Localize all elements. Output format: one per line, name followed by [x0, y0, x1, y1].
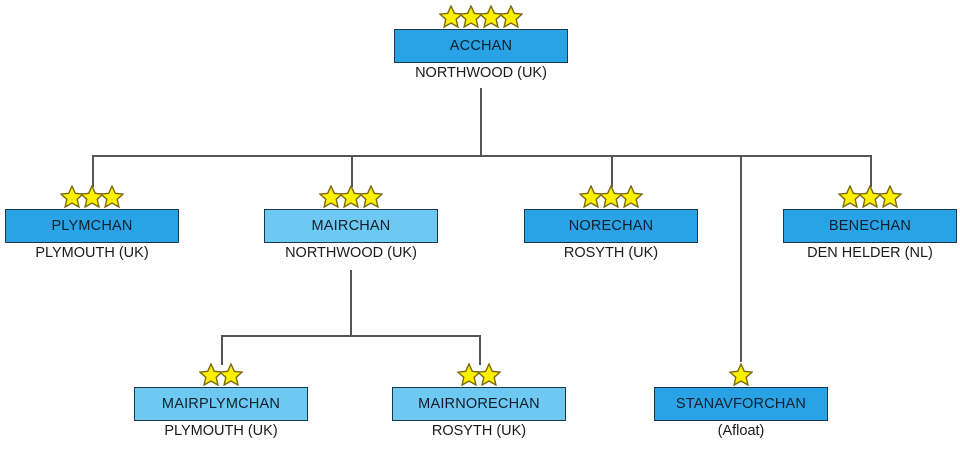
- rank-stars-norechan: [579, 185, 643, 208]
- star-icon: [100, 185, 124, 208]
- rank-stars-mairnorechan: [457, 363, 501, 386]
- node-location-mairnorechan: ROSYTH (UK): [431, 423, 527, 439]
- connector-mairchan-stem: [350, 270, 352, 335]
- rank-stars-stanavforchan: [729, 363, 753, 386]
- star-icon: [619, 185, 643, 208]
- node-box-acchan[interactable]: ACCHAN: [394, 29, 568, 63]
- node-label-acchan: ACCHAN: [449, 38, 513, 54]
- node-label-mairnorechan: MAIRNORECHAN: [418, 396, 540, 412]
- rank-stars-plymchan: [60, 185, 124, 208]
- star-icon: [477, 363, 501, 386]
- node-label-stanavforchan: STANAVFORCHAN: [675, 396, 807, 412]
- connector-drop-mairplymchan: [221, 335, 223, 365]
- rank-stars-acchan: [439, 5, 523, 28]
- connector-drop-mairnorechan: [479, 335, 481, 365]
- connector-drop-mairchan: [351, 155, 353, 187]
- node-mairchan[interactable]: MAIRCHAN NORTHWOOD (UK): [264, 185, 438, 261]
- node-location-stanavforchan: (Afloat): [717, 423, 765, 439]
- star-icon: [878, 185, 902, 208]
- node-box-mairplymchan[interactable]: MAIRPLYMCHAN: [134, 387, 308, 421]
- node-location-mairchan: NORTHWOOD (UK): [285, 245, 417, 261]
- node-label-plymchan: PLYMCHAN: [51, 218, 133, 234]
- node-location-benechan: DEN HELDER (NL): [807, 245, 933, 261]
- rank-stars-benechan: [838, 185, 902, 208]
- connector-drop-benechan: [870, 155, 872, 187]
- connector-drop-stanavforchan: [740, 155, 742, 362]
- node-box-benechan[interactable]: BENECHAN: [783, 209, 957, 243]
- node-mairplymchan[interactable]: MAIRPLYMCHAN PLYMOUTH (UK): [134, 363, 308, 439]
- node-label-benechan: BENECHAN: [828, 218, 912, 234]
- node-box-plymchan[interactable]: PLYMCHAN: [5, 209, 179, 243]
- star-icon: [359, 185, 383, 208]
- node-box-norechan[interactable]: NORECHAN: [524, 209, 698, 243]
- star-icon: [499, 5, 523, 28]
- connector-main-bus: [92, 155, 872, 157]
- star-icon: [729, 363, 753, 386]
- node-location-norechan: ROSYTH (UK): [563, 245, 659, 261]
- node-location-acchan: NORTHWOOD (UK): [415, 65, 547, 81]
- node-label-norechan: NORECHAN: [568, 218, 654, 234]
- node-benechan[interactable]: BENECHAN DEN HELDER (NL): [783, 185, 957, 261]
- node-plymchan[interactable]: PLYMCHAN PLYMOUTH (UK): [5, 185, 179, 261]
- rank-stars-mairchan: [319, 185, 383, 208]
- node-box-mairchan[interactable]: MAIRCHAN: [264, 209, 438, 243]
- connector-drop-plymchan: [92, 155, 94, 187]
- rank-stars-mairplymchan: [199, 363, 243, 386]
- node-location-plymchan: PLYMOUTH (UK): [35, 245, 149, 261]
- connector-acchan-stem: [480, 88, 482, 155]
- node-box-mairnorechan[interactable]: MAIRNORECHAN: [392, 387, 566, 421]
- node-norechan[interactable]: NORECHAN ROSYTH (UK): [524, 185, 698, 261]
- node-mairnorechan[interactable]: MAIRNORECHAN ROSYTH (UK): [392, 363, 566, 439]
- node-location-mairplymchan: PLYMOUTH (UK): [164, 423, 278, 439]
- node-acchan[interactable]: ACCHAN NORTHWOOD (UK): [394, 5, 568, 81]
- connector-mair-sub-bus: [221, 335, 481, 337]
- node-label-mairchan: MAIRCHAN: [311, 218, 391, 234]
- node-stanavforchan[interactable]: STANAVFORCHAN (Afloat): [654, 363, 828, 439]
- node-label-mairplymchan: MAIRPLYMCHAN: [161, 396, 281, 412]
- connector-drop-norechan: [611, 155, 613, 187]
- star-icon: [219, 363, 243, 386]
- node-box-stanavforchan[interactable]: STANAVFORCHAN: [654, 387, 828, 421]
